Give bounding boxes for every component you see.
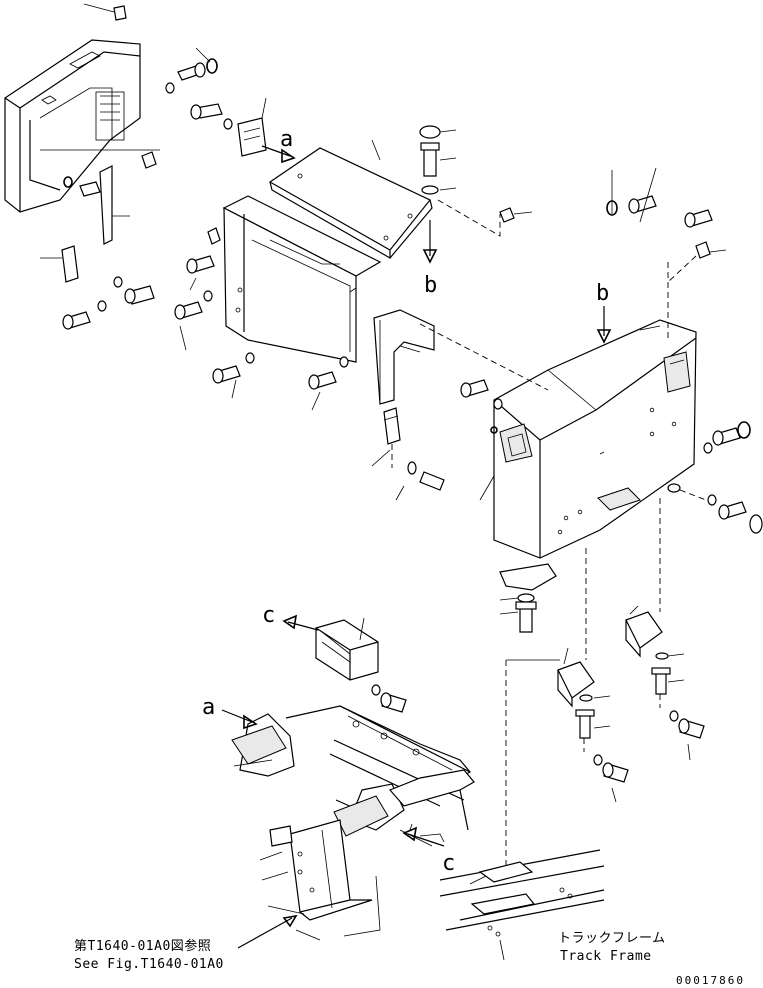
bolt-bracket-c — [371, 684, 407, 713]
left-cover-panel — [4, 39, 141, 213]
main-frame — [231, 705, 475, 941]
tall-support-bracket — [371, 309, 445, 501]
right-large-cover — [479, 319, 697, 559]
label-b-top: b — [424, 273, 437, 298]
arrow-b-right — [596, 306, 612, 344]
center-box-cover — [222, 195, 382, 363]
rubber-pad — [499, 563, 557, 633]
track-frame-japanese: トラックフレーム — [558, 931, 666, 946]
label-c-bottom: c — [442, 851, 455, 876]
label-a-top: a — [280, 127, 293, 152]
mount-bracket-a — [237, 97, 267, 157]
leader-center-to-right — [419, 323, 549, 391]
bracket-c — [315, 617, 379, 681]
arrow-a-top — [261, 145, 296, 164]
arrow-c-bottom — [402, 826, 445, 847]
left-small-bracket — [40, 245, 79, 283]
bolt-group-center-left — [174, 227, 349, 411]
right-bracket-lower — [557, 647, 611, 739]
track-frame-english: Track Frame — [560, 949, 652, 964]
arrow-c-top — [282, 614, 319, 631]
bolt-group-lower-right — [583, 498, 705, 803]
bolt-group-right — [460, 167, 763, 534]
arrow-a-bottom — [221, 709, 258, 730]
drawing-code: 00017860 — [676, 974, 745, 987]
bolt-group-top-left — [62, 3, 233, 330]
right-bracket-upper — [625, 605, 685, 695]
reference-english: See Fig.T1640-01A0 — [74, 957, 224, 972]
left-cover-bracket — [40, 149, 160, 245]
reference-leader — [237, 914, 298, 949]
reference-japanese: 第T1640-01A0図参照 — [74, 938, 211, 954]
bolt-column-top — [419, 125, 533, 237]
top-cover-plate — [268, 139, 433, 260]
track-frame — [439, 659, 605, 961]
label-b-right: b — [596, 281, 609, 306]
label-a-bottom: a — [202, 695, 215, 720]
label-c-top: c — [262, 603, 275, 628]
arrow-b-top — [422, 220, 438, 264]
